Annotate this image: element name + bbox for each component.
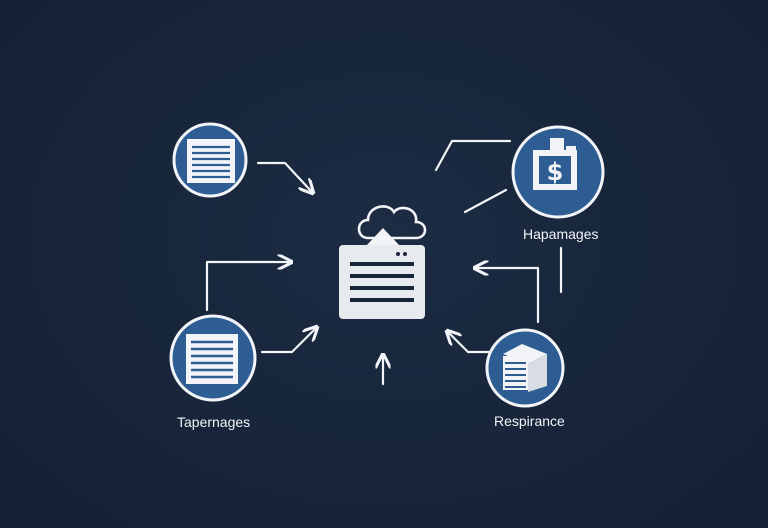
node-center[interactable]	[339, 205, 427, 319]
cloud-server-icon	[339, 205, 427, 319]
node-label-top-right: Hapamages	[523, 226, 599, 242]
connector-bottom-right	[448, 332, 494, 354]
node-top-right[interactable]: $	[511, 125, 605, 219]
dollar-building-icon: $	[533, 138, 577, 190]
node-bottom-left[interactable]	[169, 314, 257, 402]
node-top-left[interactable]	[172, 122, 248, 198]
connector-top-right-diagonal	[463, 188, 508, 214]
document-icon	[186, 334, 238, 384]
connector-left-elbow	[205, 262, 290, 312]
server-stack-icon	[503, 344, 547, 392]
node-bottom-right[interactable]	[485, 328, 565, 408]
connector-bottom-left	[260, 328, 316, 354]
connector-top-right-elbow	[434, 139, 512, 172]
node-label-bottom-right: Respirance	[494, 413, 565, 429]
document-icon	[187, 139, 235, 183]
node-label-bottom-left: Tapernages	[177, 414, 251, 430]
connector-right-elbow	[476, 268, 540, 324]
svg-text:$: $	[547, 158, 564, 186]
connector-top-left	[256, 161, 312, 192]
